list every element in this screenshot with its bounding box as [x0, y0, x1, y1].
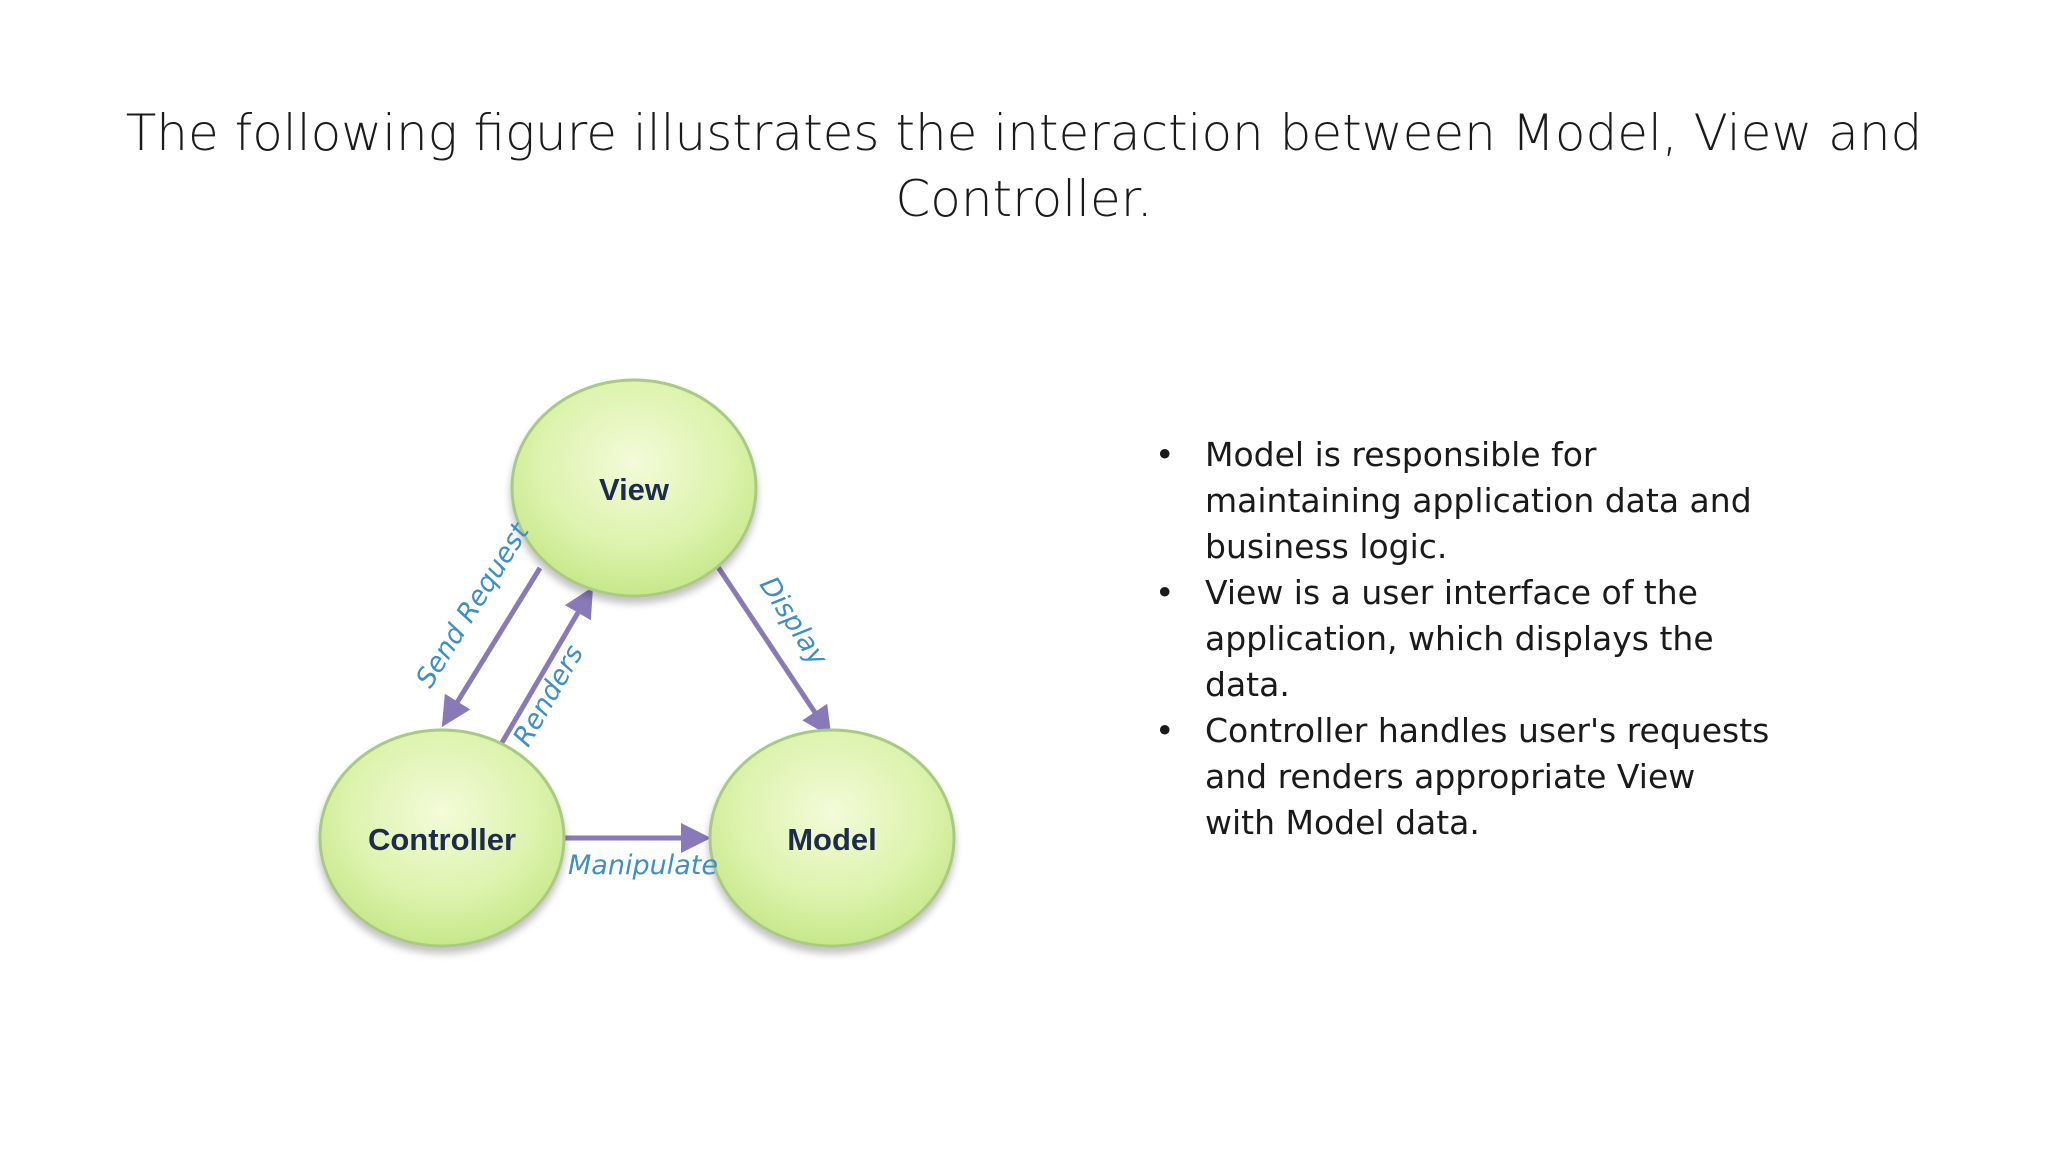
bullet-text: Model is responsible for maintaining app…: [1205, 435, 1752, 566]
view-node: [510, 378, 758, 598]
controller-node: [318, 728, 566, 948]
bullet-item-controller: • Controller handles user's requests and…: [1155, 708, 1775, 846]
display-arrow: [715, 565, 832, 737]
manipulate-label: Manipulate: [568, 850, 718, 881]
controller-label: Controller: [368, 822, 516, 857]
bullet-item-model: • Model is responsible for maintaining a…: [1155, 432, 1775, 570]
view-label: View: [599, 472, 670, 507]
bullet-marker: •: [1155, 573, 1175, 612]
display-label: Display: [753, 571, 834, 672]
slide-title: The following figure illustrates the int…: [125, 104, 1923, 228]
send-request-arrow: [441, 566, 543, 728]
bullet-item-view: • View is a user interface of the applic…: [1155, 570, 1775, 708]
renders-arrow: [497, 586, 594, 748]
bullet-marker: •: [1155, 711, 1175, 750]
renders-label: Renders: [507, 640, 590, 752]
bullet-list: • Model is responsible for maintaining a…: [1155, 432, 1775, 846]
bullet-text: View is a user interface of the applicat…: [1205, 573, 1714, 704]
model-label: Model: [787, 822, 877, 857]
bullet-text: Controller handles user's requests and r…: [1205, 711, 1770, 842]
model-node: [708, 728, 956, 948]
mvc-diagram: View Controller Model Send Request Rende…: [318, 378, 956, 948]
bullet-marker: •: [1155, 435, 1175, 474]
